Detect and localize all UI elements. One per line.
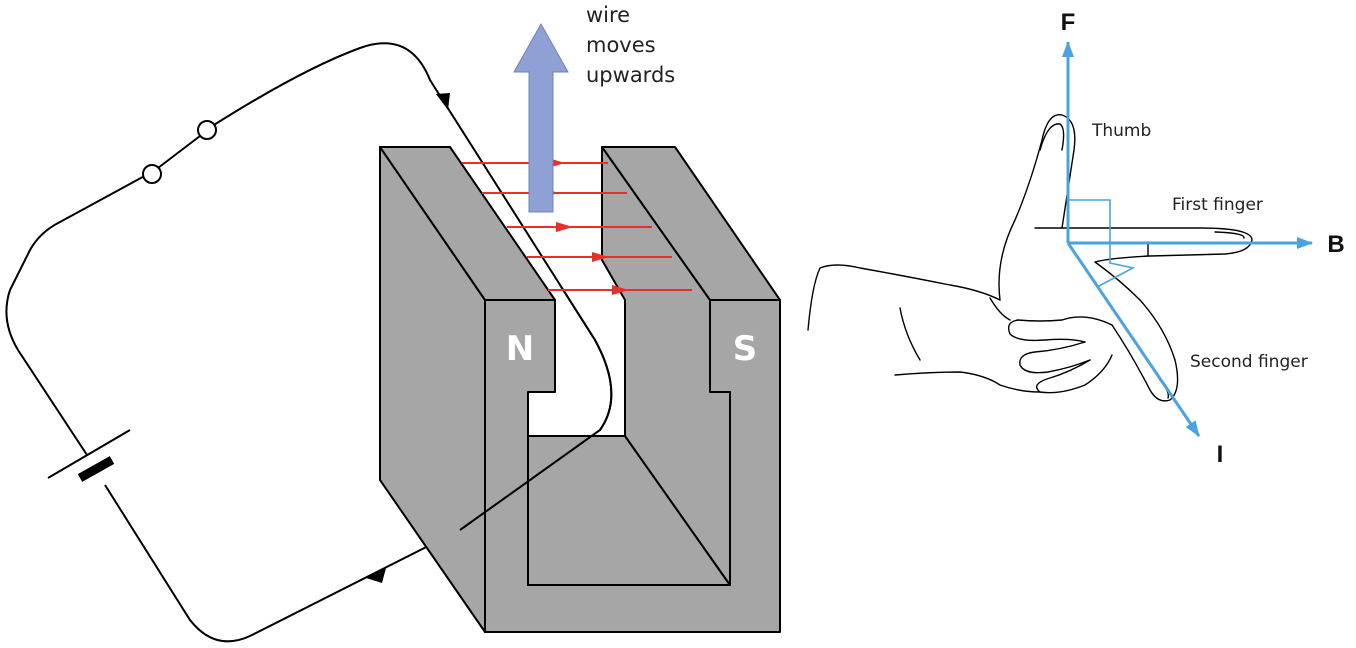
thumb-outline [998,114,1076,301]
second-finger-label: Second finger [1190,352,1308,372]
motion-label-line-2: moves [586,33,656,57]
motion-label-line-1: wire [586,3,630,27]
force-axis-label: F [1061,9,1076,36]
thumb-label: Thumb [1091,121,1151,141]
pole-north-label: N [506,329,534,369]
battery-cell [47,429,131,482]
motion-up-arrow [513,22,569,213]
current-arrow-bottom [366,568,386,583]
current-arrow-top [436,93,450,110]
field-axis-label: B [1327,231,1344,258]
folded-finger-3 [1036,354,1113,394]
u-magnet [379,146,781,633]
second-finger-outline [1094,261,1179,402]
current-axis-arrow [1066,242,1201,437]
left-hand-drawing [807,114,1253,402]
first-finger-label: First finger [1172,195,1263,215]
axis-arrows [1062,41,1313,437]
magnet-right-top [601,146,781,301]
folded-finger-1 [1007,316,1113,343]
palm-outline [807,264,1001,331]
first-finger-outline [1034,227,1253,263]
folded-finger-2 [1019,341,1091,374]
pole-south-label: S [733,329,758,369]
switch-contact-left [142,164,162,184]
circuit-wire-gap [459,284,613,531]
right-angle-marks [1068,199,1136,288]
switch [142,120,217,184]
motion-label-line-3: upwards [586,63,675,87]
switch-contact-right [197,120,217,140]
current-axis-label: I [1217,441,1224,468]
wrist-outline [894,371,1041,393]
